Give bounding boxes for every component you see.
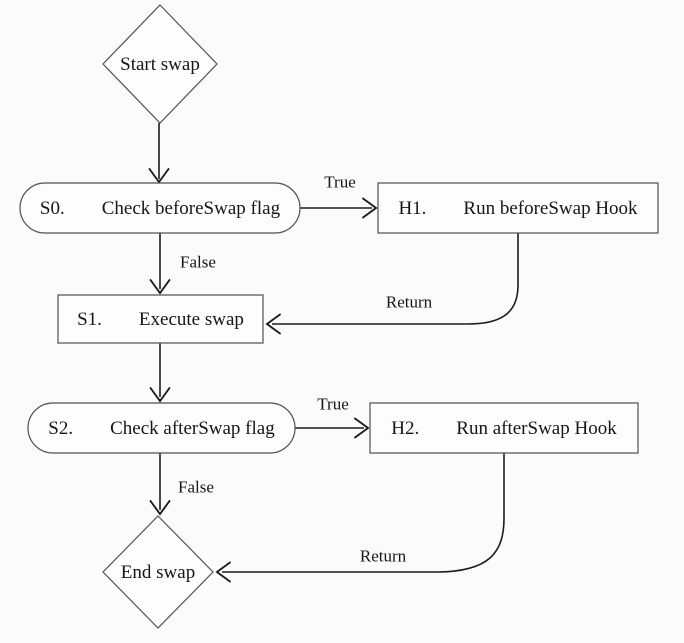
edge-h1-s1-arrowhead-icon: [265, 313, 281, 335]
edge-h2-end: [222, 453, 505, 573]
edge-s2-h2-arrowhead-icon: [354, 417, 370, 439]
node-end-shape: [102, 515, 214, 629]
edge-s0-s1-arrowhead-icon: [149, 279, 171, 295]
node-start-shape: [102, 4, 218, 124]
node-h2-shape: [369, 402, 639, 454]
edge-h1-s1: [272, 233, 519, 325]
edge-h2-end-arrowhead-icon: [215, 561, 231, 583]
node-s2-shape: [27, 402, 296, 454]
node-s0-shape: [19, 182, 301, 234]
edge-s1-s2-arrowhead-icon: [149, 387, 171, 403]
node-s1-shape: [57, 294, 264, 344]
edge-s0-h1-arrowhead-icon: [362, 197, 378, 219]
edge-start-s0-arrowhead-icon: [148, 168, 170, 184]
node-h1-shape: [377, 182, 659, 234]
edge-s2-end-arrowhead-icon: [149, 500, 171, 516]
